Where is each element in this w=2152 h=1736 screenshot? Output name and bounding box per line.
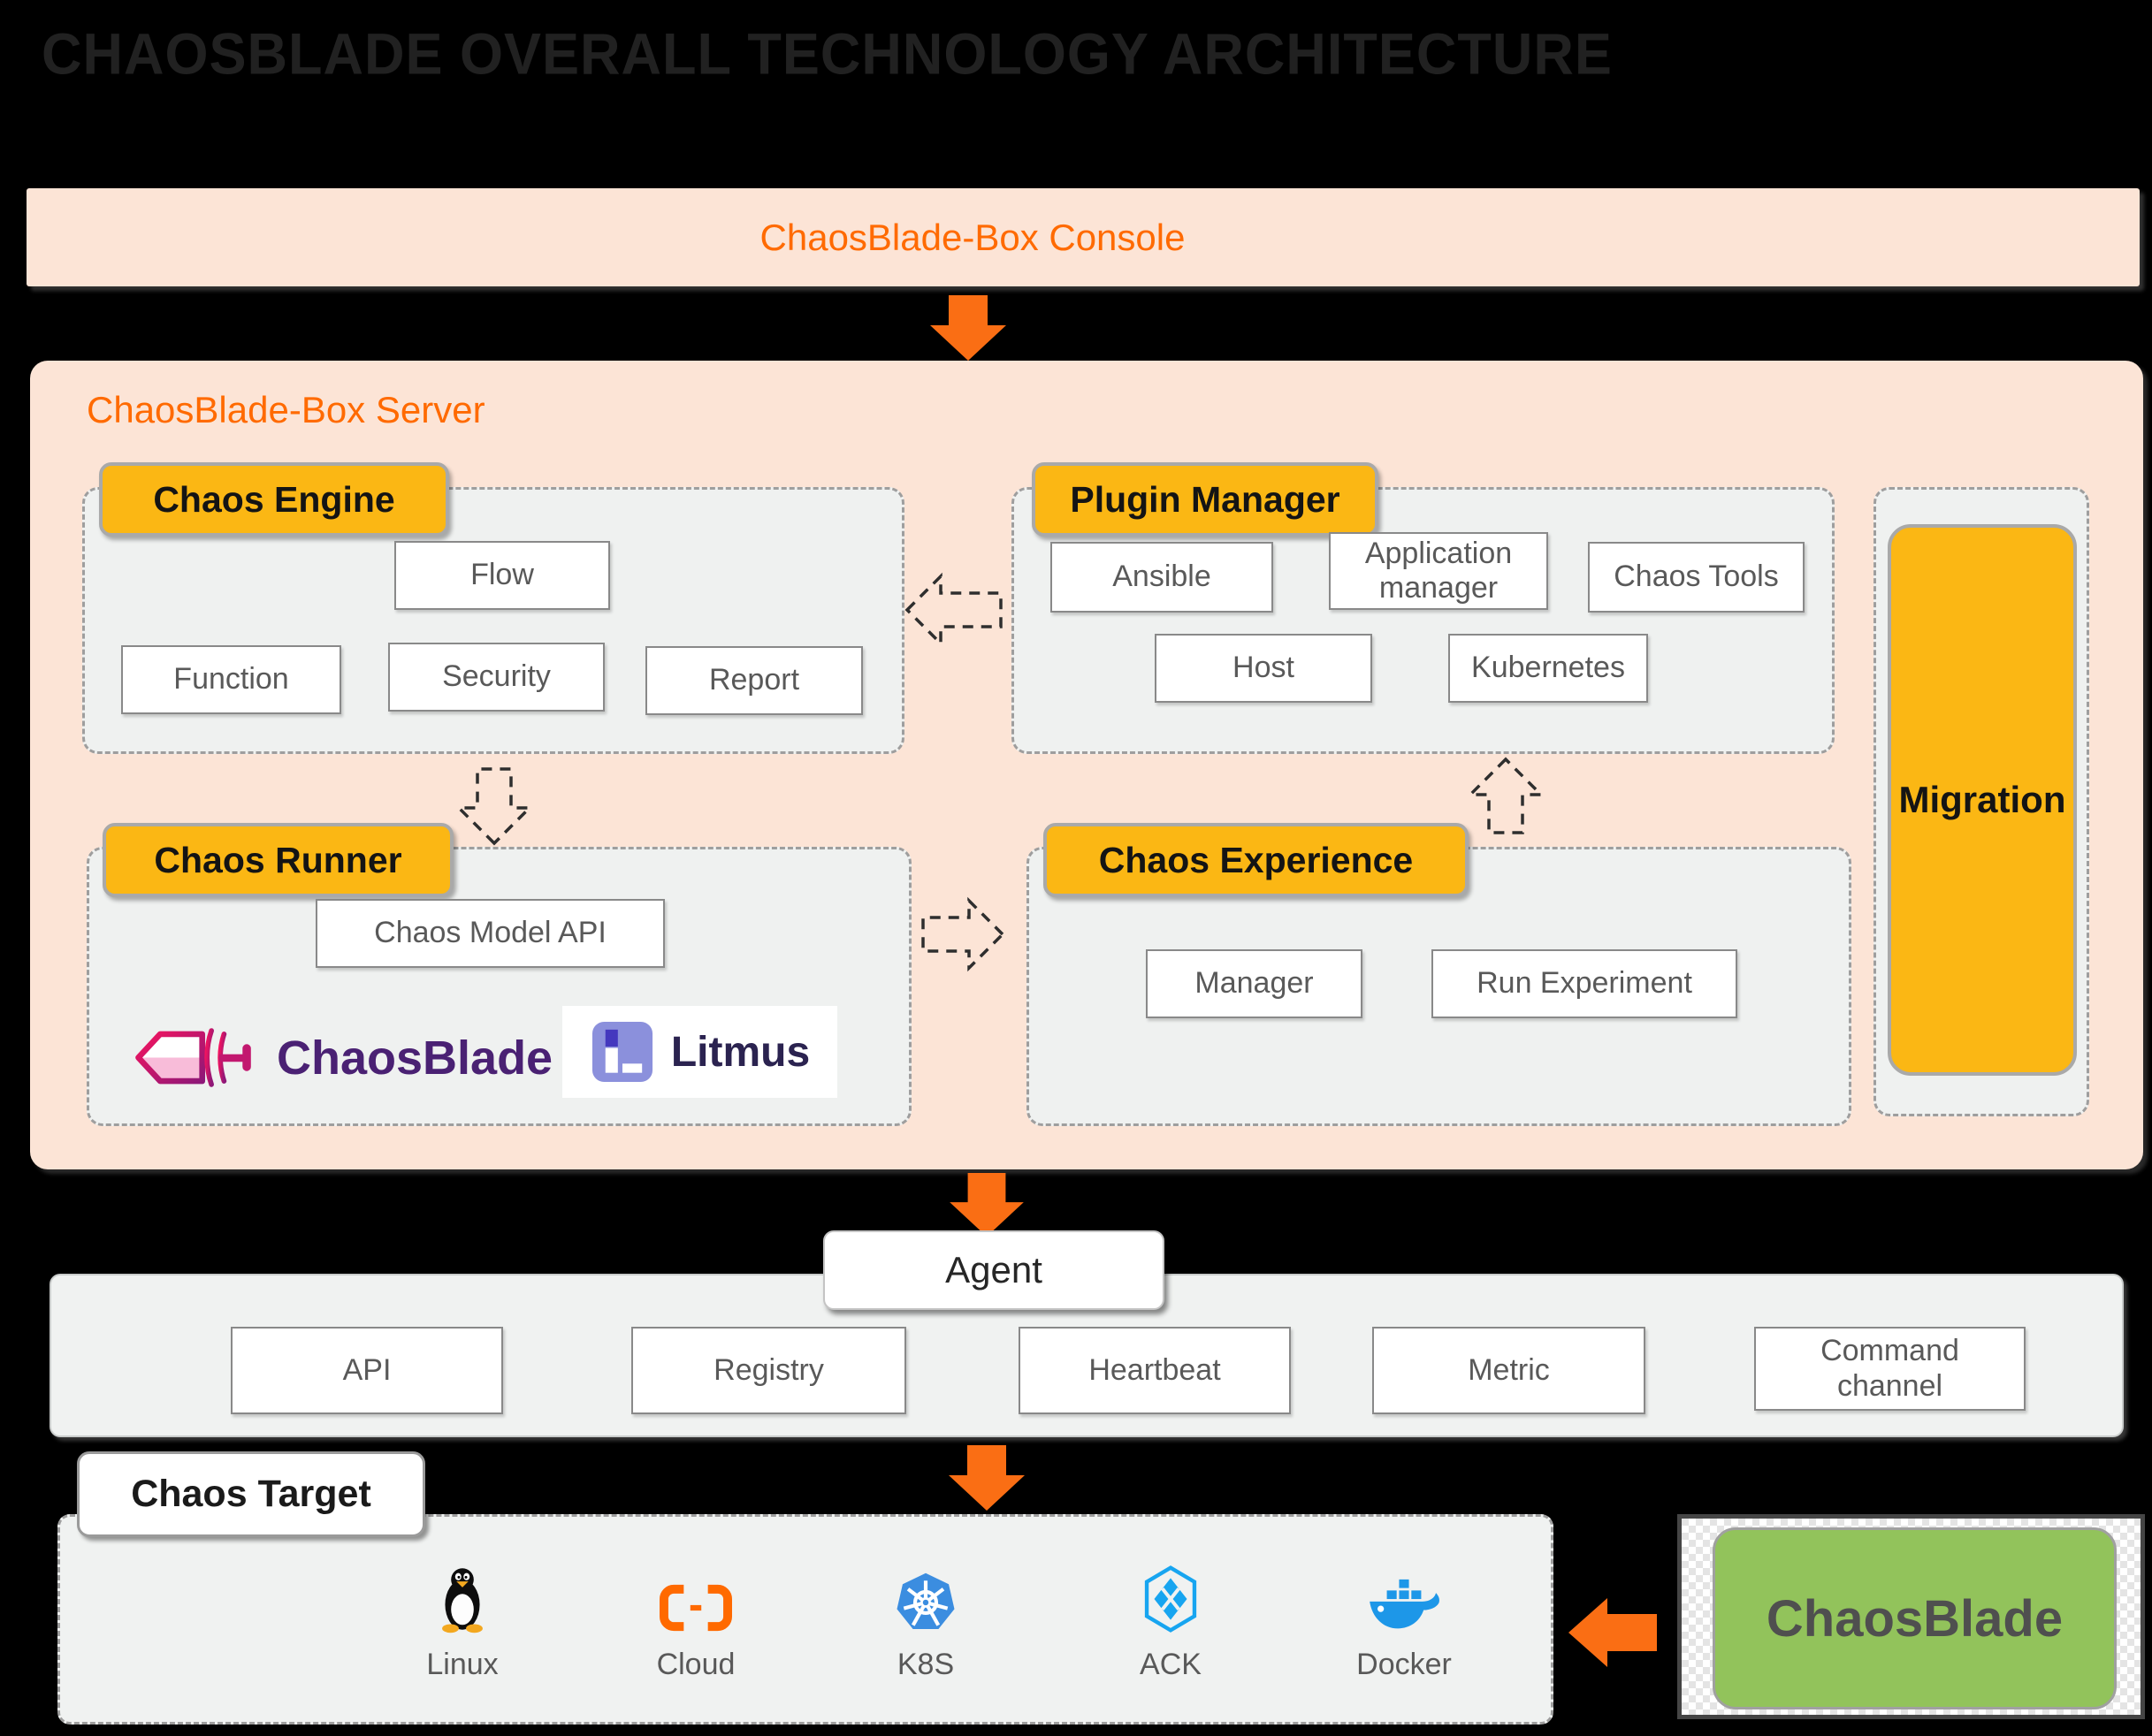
litmus-logo-icon xyxy=(591,1021,652,1083)
console-label: ChaosBlade-Box Console xyxy=(759,216,1186,258)
arrow-down-console-to-server-icon xyxy=(930,295,1006,361)
target-cloud-label: Cloud xyxy=(656,1648,736,1681)
target-linux-label: Linux xyxy=(426,1648,499,1681)
chaos-model-api-box: Chaos Model API xyxy=(316,899,665,968)
plugin-ansible-box: Ansible xyxy=(1050,542,1273,613)
target-k8s-label: K8S xyxy=(897,1648,955,1681)
engine-function-box: Function xyxy=(121,645,341,714)
ack-icon xyxy=(1142,1549,1199,1633)
chaosblade-logo-text: ChaosBlade xyxy=(277,1031,553,1085)
arrow-left-chaosblade-to-target-icon xyxy=(1568,1598,1657,1667)
chaosblade-logo-icon xyxy=(135,1028,251,1087)
agent-label-box: Agent xyxy=(823,1230,1164,1310)
agent-metric-box: Metric xyxy=(1372,1327,1645,1414)
migration-box: Migration xyxy=(1888,524,2077,1076)
target-cloud: Cloud xyxy=(625,1549,767,1682)
chaos-experience-label: Chaos Experience xyxy=(1043,823,1469,897)
chaos-target-band xyxy=(57,1514,1553,1725)
chaosblade-external-container: ChaosBlade xyxy=(1677,1514,2145,1719)
target-k8s: K8S xyxy=(855,1549,996,1682)
chaosblade-external-box: ChaosBlade xyxy=(1713,1527,2117,1709)
litmus-logo-text: Litmus xyxy=(670,1028,811,1076)
cloud-icon xyxy=(660,1549,732,1633)
engine-report-box: Report xyxy=(645,646,863,715)
experience-run-experiment-box: Run Experiment xyxy=(1431,949,1737,1018)
plugin-kubernetes-box: Kubernetes xyxy=(1448,634,1648,703)
agent-command-channel-box: Command channel xyxy=(1754,1327,2026,1411)
plugin-host-box: Host xyxy=(1155,634,1372,703)
chaos-engine-label: Chaos Engine xyxy=(99,462,449,537)
litmus-logo: Litmus xyxy=(562,1006,837,1098)
target-docker: Docker xyxy=(1333,1549,1475,1682)
chaos-target-label: Chaos Target xyxy=(77,1451,425,1537)
target-linux: Linux xyxy=(392,1549,533,1682)
dashed-arrow-right-runner-to-experience-icon xyxy=(921,896,1005,972)
agent-heartbeat-box: Heartbeat xyxy=(1019,1327,1291,1414)
arrow-down-agent-to-target-icon xyxy=(949,1445,1025,1511)
target-ack: ACK xyxy=(1100,1549,1241,1682)
dashed-arrow-up-experience-to-plugin-icon xyxy=(1466,757,1545,834)
engine-security-box: Security xyxy=(388,643,605,712)
agent-api-box: API xyxy=(231,1327,503,1414)
engine-flow-box: Flow xyxy=(394,541,610,610)
page-title: CHAOSBLADE OVERALL TECHNOLOGY ARCHITECTU… xyxy=(42,22,1613,87)
server-title: ChaosBlade-Box Server xyxy=(87,389,485,430)
experience-manager-box: Manager xyxy=(1146,949,1362,1018)
plugin-application-manager-box: Application manager xyxy=(1329,532,1548,610)
kubernetes-icon xyxy=(892,1549,959,1633)
dashed-arrow-down-engine-to-runner-icon xyxy=(454,767,534,846)
plugin-manager-panel xyxy=(1011,487,1835,754)
chaosblade-logo: ChaosBlade xyxy=(130,1016,553,1100)
target-ack-label: ACK xyxy=(1140,1648,1202,1681)
console-band: ChaosBlade-Box Console xyxy=(27,188,2140,286)
dashed-arrow-left-plugin-to-engine-icon xyxy=(904,572,1003,648)
arrow-down-server-to-agent-icon xyxy=(950,1173,1024,1237)
agent-registry-box: Registry xyxy=(631,1327,906,1414)
docker-icon xyxy=(1366,1549,1442,1633)
plugin-manager-label: Plugin Manager xyxy=(1032,462,1378,537)
chaos-runner-label: Chaos Runner xyxy=(103,823,454,897)
linux-icon xyxy=(435,1549,490,1633)
target-docker-label: Docker xyxy=(1356,1648,1452,1681)
plugin-chaos-tools-box: Chaos Tools xyxy=(1588,542,1805,613)
